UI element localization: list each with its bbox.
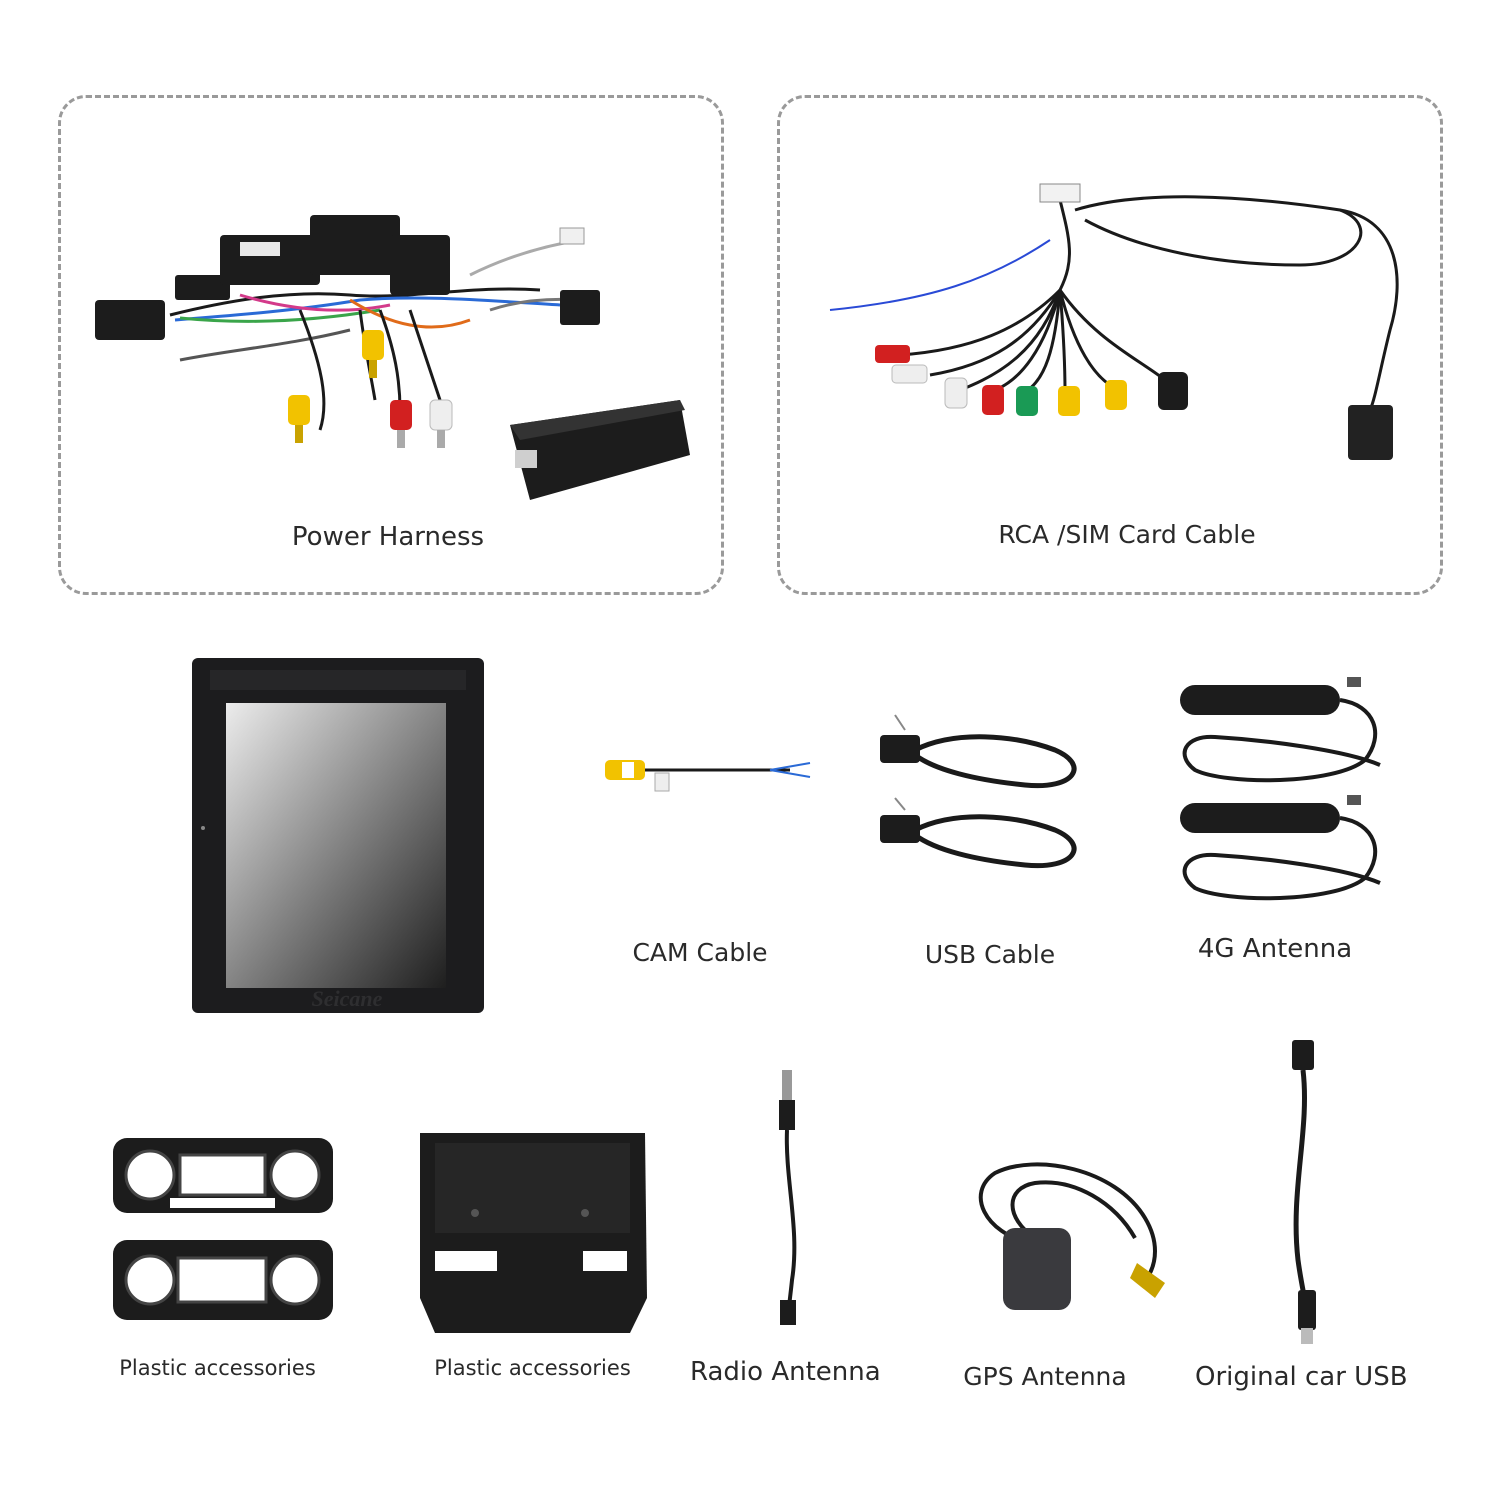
power-harness-box <box>58 95 724 595</box>
usb-cable-image <box>875 710 1095 880</box>
rca-sim-cable-label: RCA /SIM Card Cable <box>998 520 1256 549</box>
brand-watermark: Seicane <box>311 986 383 1011</box>
cam-cable-label: CAM Cable <box>632 938 768 967</box>
rca-cable-box <box>777 95 1443 595</box>
original-usb-image <box>1280 1040 1330 1345</box>
antenna-4g-image <box>1175 675 1395 905</box>
plastic-bezel-image <box>110 1130 335 1325</box>
power-harness-image <box>90 200 700 520</box>
radio-antenna-label: Radio Antenna <box>690 1357 881 1387</box>
plastic-accessories-label-1: Plastic accessories <box>119 1356 316 1380</box>
gps-antenna-label: GPS Antenna <box>963 1362 1127 1391</box>
power-harness-label: Power Harness <box>291 522 485 552</box>
radio-antenna-image <box>770 1070 810 1330</box>
antenna-4g-label: 4G Antenna <box>1197 934 1353 964</box>
usb-cable-label: USB Cable <box>924 940 1056 969</box>
plastic-accessories-label-2: Plastic accessories <box>434 1356 631 1380</box>
head-unit: Seicane <box>192 658 484 1013</box>
rca-sim-cable-image <box>820 180 1420 480</box>
plastic-bracket-image <box>415 1128 650 1333</box>
original-usb-label: Original car USB <box>1195 1362 1408 1392</box>
gps-antenna-image <box>965 1158 1180 1318</box>
cam-cable-image <box>600 745 830 805</box>
